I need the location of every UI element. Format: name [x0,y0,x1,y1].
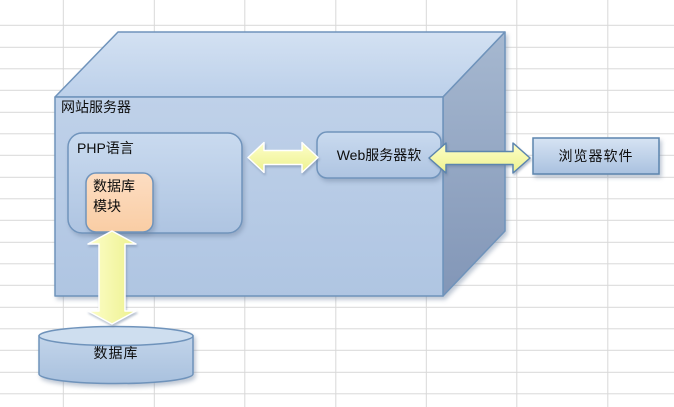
php-box-label: PHP语言 [77,140,134,156]
database-module-label-line2: 模块 [93,198,121,214]
server-box-top-face[interactable] [54,31,506,98]
module-database-arrow[interactable] [87,230,137,325]
database-module-label-line1: 数据库 [93,178,135,194]
database-cylinder-top[interactable] [38,325,194,347]
browser-software-box[interactable] [532,137,660,175]
server-box-label: 网站服务器 [61,99,131,115]
php-web-arrow[interactable] [247,141,319,174]
database-cylinder-body[interactable] [38,335,194,385]
browser-box-label: 浏览器软件 [558,147,634,164]
database-cylinder-label: 数据库 [93,345,139,361]
database-module-box[interactable] [85,172,154,233]
web-server-box-label: Web服务器软 [336,146,422,163]
database-cylinder[interactable] [38,325,194,385]
web-browser-arrow[interactable] [428,142,531,174]
database-module-label: 数据库 模块 [93,176,151,216]
